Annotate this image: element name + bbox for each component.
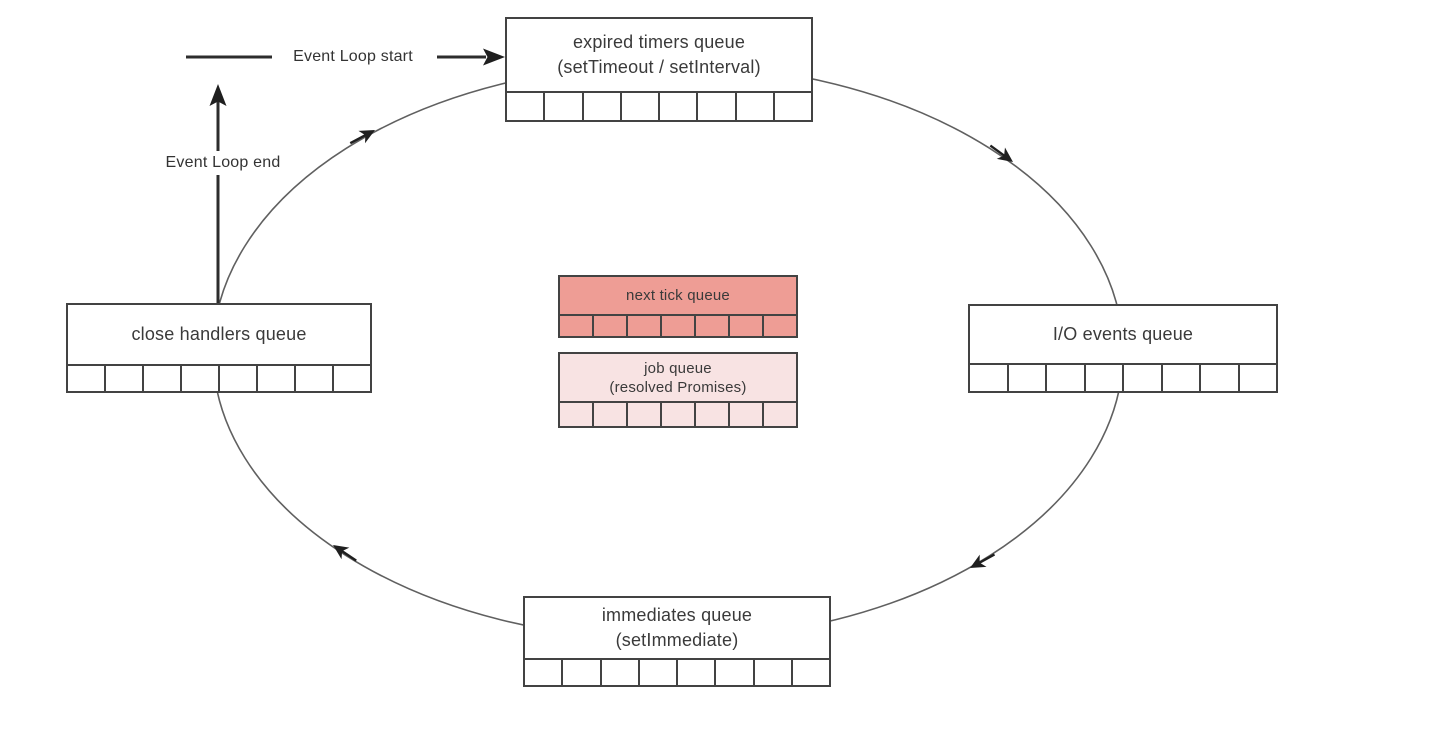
- queue-cell: [543, 93, 581, 120]
- queue-label-line: I/O events queue: [1052, 324, 1194, 344]
- queue-label-line: immediates queue: [601, 605, 753, 625]
- queue-cell: [660, 403, 694, 426]
- queue-cell: [626, 316, 660, 336]
- queue-cell: [1122, 365, 1161, 391]
- queue-cell: [728, 403, 762, 426]
- event-loop-end-label: Event Loop end: [150, 151, 296, 175]
- queue-cell: [626, 403, 660, 426]
- queue-cell: [694, 316, 728, 336]
- queue-cells-io-events: [970, 363, 1276, 391]
- cycle-arrow-bottom-right-icon: [970, 553, 996, 568]
- queue-label-close-handlers: close handlers queue: [68, 305, 370, 364]
- queue-cell: [970, 365, 1007, 391]
- cycle-arrow-top-right-icon: [989, 144, 1013, 162]
- queue-cell: [619, 93, 658, 120]
- queue-cells-job-queue: [560, 401, 796, 426]
- queue-label-expired-timers: expired timers queue (setTimeout / setInt…: [507, 19, 811, 91]
- queue-cell: [592, 403, 626, 426]
- queue-cell: [142, 366, 180, 391]
- queue-label-line: (setImmediate): [615, 630, 739, 650]
- queue-cell: [294, 366, 332, 391]
- queue-label-io-events: I/O events queue: [970, 306, 1276, 363]
- cycle-arrow-top-left-icon: [349, 130, 375, 145]
- queue-cell: [734, 93, 773, 120]
- queue-box-immediates: immediates queue (setImmediate): [523, 596, 831, 687]
- queue-label-line: (resolved Promises): [609, 378, 747, 396]
- queue-cell: [772, 93, 811, 120]
- queue-box-close-handlers: close handlers queue: [66, 303, 372, 393]
- queue-cell: [507, 93, 543, 120]
- queue-cell: [637, 660, 676, 685]
- queue-cells-expired-timers: [507, 91, 811, 120]
- queue-cell: [660, 316, 694, 336]
- queue-box-io-events: I/O events queue: [968, 304, 1278, 393]
- queue-cell: [676, 660, 714, 685]
- queue-label-line: (setTimeout / setInterval): [557, 57, 761, 77]
- queue-cell: [762, 316, 796, 336]
- queue-cell: [1045, 365, 1084, 391]
- queue-cell: [104, 366, 142, 391]
- queue-box-job-queue: job queue(resolved Promises): [558, 352, 798, 428]
- queue-cell: [68, 366, 104, 391]
- cycle-arrow-bottom-left-icon: [333, 545, 357, 562]
- end-arrowhead-icon: [209, 84, 227, 106]
- queue-cell: [560, 403, 592, 426]
- queue-cell: [1160, 365, 1200, 391]
- queue-cell: [599, 660, 638, 685]
- queue-cell: [561, 660, 599, 685]
- start-arrowhead-icon: [483, 48, 505, 66]
- queue-cell: [762, 403, 796, 426]
- queue-cell: [560, 316, 592, 336]
- queue-label-next-tick: next tick queue: [560, 277, 796, 314]
- queue-cell: [1083, 365, 1123, 391]
- queue-cells-immediates: [525, 658, 829, 685]
- queue-cell: [1199, 365, 1238, 391]
- queue-cell: [1006, 365, 1046, 391]
- queue-cell: [218, 366, 256, 391]
- queue-label-immediates: immediates queue (setImmediate): [525, 598, 829, 658]
- queue-label-line: expired timers queue: [572, 32, 746, 52]
- queue-label-line: next tick queue: [626, 287, 730, 304]
- queue-cell: [592, 316, 626, 336]
- queue-box-expired-timers: expired timers queue (setTimeout / setInt…: [505, 17, 813, 122]
- queue-cells-close-handlers: [68, 364, 370, 391]
- queue-cell: [256, 366, 294, 391]
- queue-cell: [694, 403, 728, 426]
- queue-label-line: close handlers queue: [131, 324, 307, 344]
- queue-cells-next-tick: [560, 314, 796, 336]
- queue-cell: [790, 660, 829, 685]
- queue-label-job-queue: job queue(resolved Promises): [560, 354, 796, 401]
- queue-cell: [525, 660, 561, 685]
- queue-cell: [180, 366, 218, 391]
- queue-cell: [1237, 365, 1277, 391]
- queue-box-next-tick: next tick queue: [558, 275, 798, 338]
- queue-cell: [728, 316, 762, 336]
- queue-cell: [581, 93, 620, 120]
- queue-cell: [752, 660, 791, 685]
- queue-cell: [332, 366, 370, 391]
- queue-label-line: job queue: [644, 359, 712, 377]
- queue-cell: [696, 93, 734, 120]
- queue-cell: [658, 93, 696, 120]
- event-loop-start-label: Event Loop start: [293, 48, 413, 65]
- queue-cell: [714, 660, 752, 685]
